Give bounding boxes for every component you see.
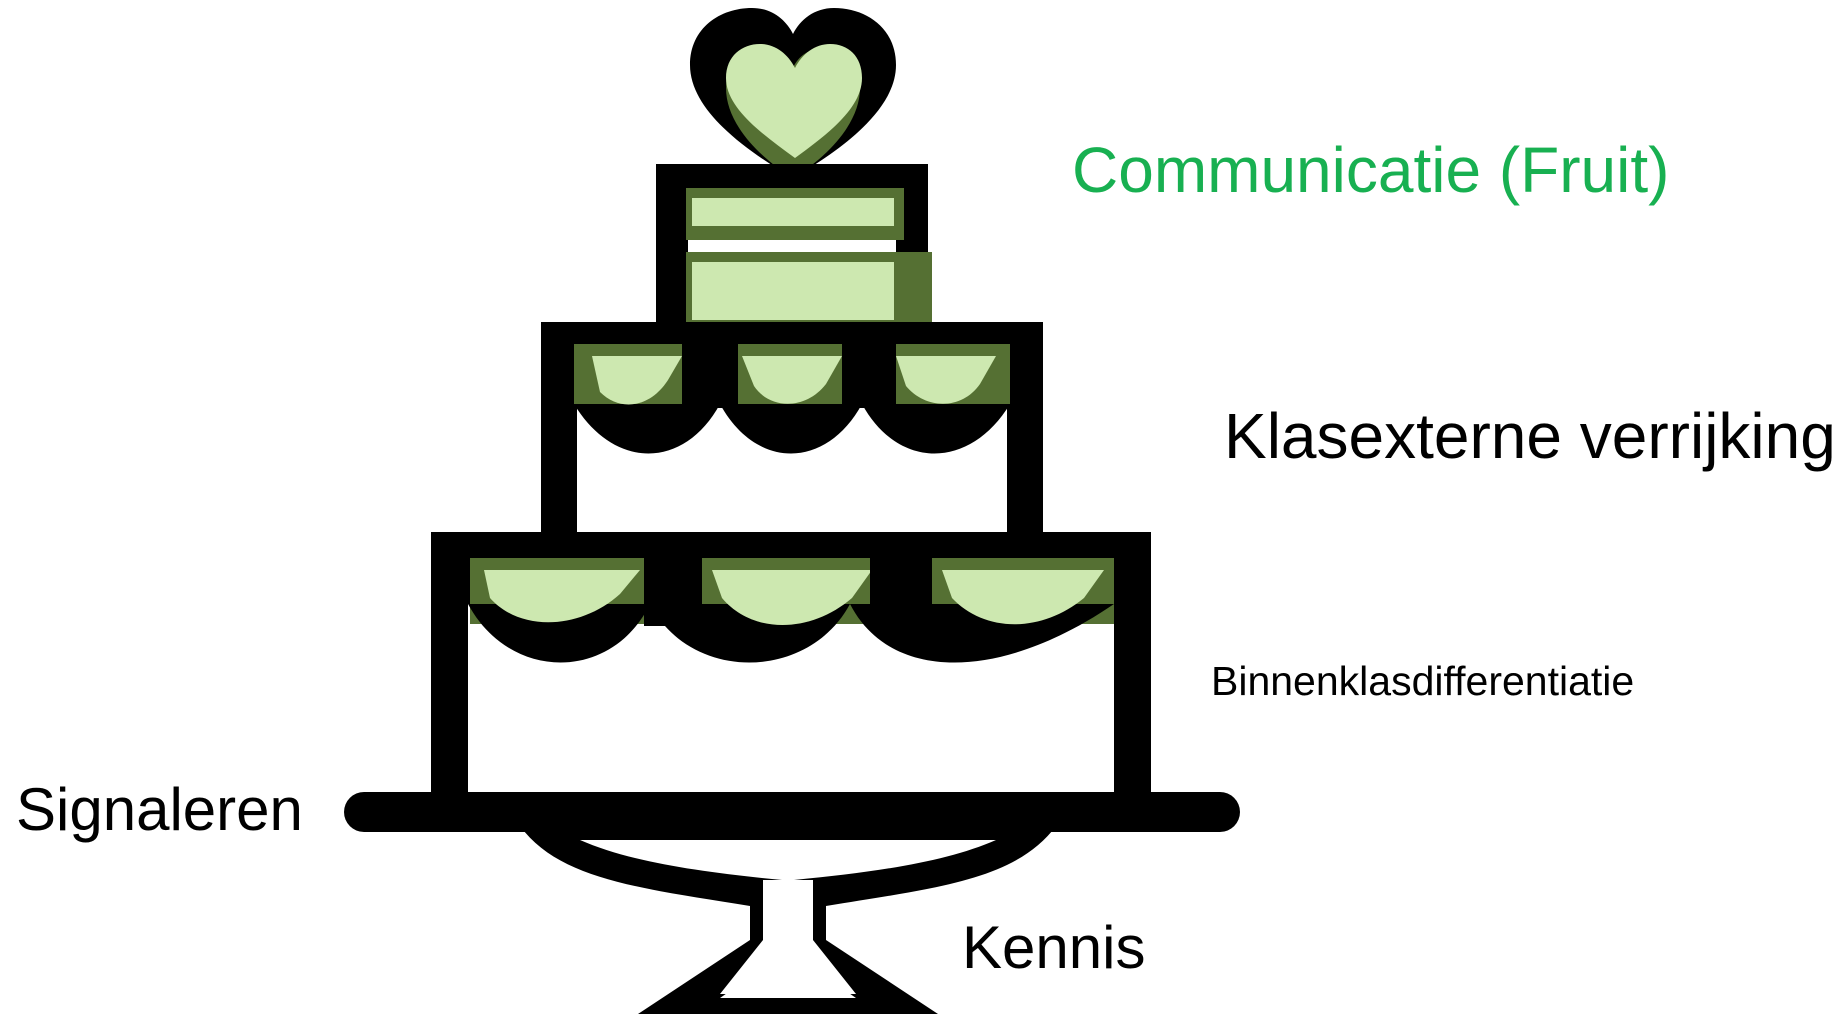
middle-frill-scallop (574, 404, 1010, 454)
bottom-frill-scallop (468, 604, 1114, 663)
bottom-frill-2 (712, 570, 872, 625)
top-tier (656, 164, 932, 344)
label-signaleren: Signaleren (16, 776, 303, 843)
label-communicatie: Communicatie (Fruit) (1072, 134, 1670, 206)
middle-frill-1 (592, 356, 682, 405)
cake-stand (344, 792, 1240, 1014)
heart-topper (690, 8, 896, 178)
middle-frill-2 (742, 356, 842, 404)
middle-frill-3 (896, 356, 996, 404)
bottom-tier (431, 532, 1151, 828)
middle-tier (541, 322, 1043, 546)
label-klasexterne-verrijking: Klasexterne verrijking (1224, 400, 1836, 472)
plate (344, 792, 1240, 832)
label-kennis: Kennis (962, 914, 1146, 981)
label-binnenklasdifferentiatie: Binnenklasdifferentiatie (1211, 658, 1635, 704)
heart-fill-light (726, 44, 862, 158)
top-tier-band-lower-light (692, 262, 894, 320)
bottom-frill-1 (484, 570, 640, 623)
top-tier-band-upper-light (692, 198, 894, 226)
bottom-frill-3 (942, 570, 1104, 625)
